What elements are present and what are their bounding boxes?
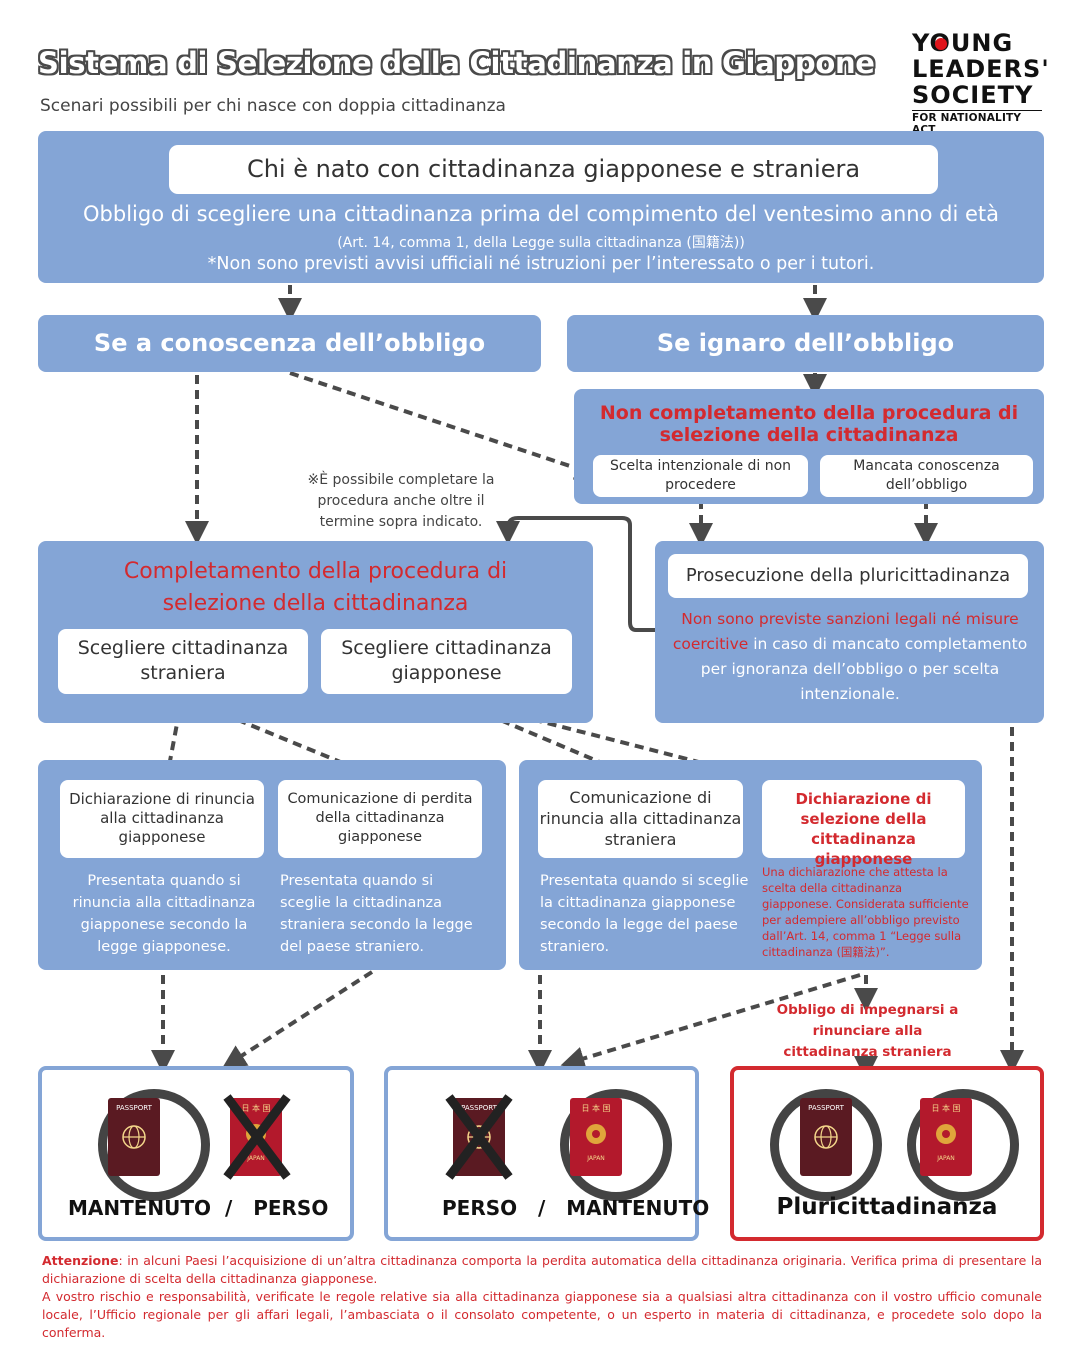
top-heading-text: Chi è nato con cittadinanza giapponese e… bbox=[246, 155, 861, 183]
completion-title: Completamento della procedura di selezio… bbox=[123, 559, 508, 616]
outcome-right-label: Pluricittadinanza bbox=[776, 1194, 998, 1220]
japanese-path-box: Comunicazione di rinuncia alla cittadina… bbox=[519, 760, 982, 970]
outcome-left-b: PERSO bbox=[253, 1196, 329, 1220]
choose-japanese-box: Scegliere cittadinanza giapponese bbox=[321, 629, 572, 694]
page-title: Sistema di Selezione della Cittadinanza … bbox=[38, 46, 875, 80]
loss-japanese-desc: Presentata quando si sceglie la cittadin… bbox=[280, 873, 473, 955]
option-unaware: Mancata conoscenza dell’obbligo bbox=[820, 455, 1033, 497]
renounce-foreign-box: Comunicazione di rinuncia alla cittadina… bbox=[538, 780, 743, 858]
loss-japanese-title: Comunicazione di perdita della cittadina… bbox=[287, 791, 473, 845]
outcome-left-a: MANTENUTO bbox=[68, 1196, 212, 1220]
logo-line-young: YOUNG bbox=[912, 29, 1014, 57]
continuation-text: Non sono previste sanzioni legali né mis… bbox=[665, 607, 1035, 707]
arrow-return-loop bbox=[496, 516, 655, 632]
article-reference: (Art. 14, comma 1, della Legge sulla cit… bbox=[337, 235, 745, 251]
continuation-box: Prosecuzione della pluricittadinanza Non… bbox=[655, 541, 1044, 723]
aware-box: Se a conoscenza dell’obbligo bbox=[38, 315, 541, 372]
chrysanthemum-icon bbox=[586, 1124, 606, 1144]
jp-passport-bottom: JAPAN bbox=[247, 1155, 265, 1162]
outcome-middle-box: PASSPORT 日 本 国 JAPAN PERSO / MANTENUTO bbox=[384, 1066, 709, 1241]
arrow-aware-to-noncompletion bbox=[289, 371, 600, 480]
option-intentional: Scelta intenzionale di non procedere bbox=[593, 455, 808, 497]
japan-passport-icon: 日 本 国 JAPAN bbox=[920, 1098, 972, 1176]
top-box: Chi è nato con cittadinanza giapponese e… bbox=[38, 131, 1044, 283]
obligation-text: Obbligo di scegliere una cittadinanza pr… bbox=[83, 202, 999, 226]
non-completion-box: Non completamento della procedura di sel… bbox=[574, 389, 1044, 504]
outcome-left-sep: / bbox=[224, 1196, 233, 1220]
keep-ring-icon bbox=[98, 1089, 210, 1201]
option-intentional-text: Scelta intenzionale di non procedere bbox=[609, 458, 792, 493]
keep-ring-icon bbox=[907, 1089, 1019, 1201]
option-unaware-text: Mancata conoscenza dell’obbligo bbox=[853, 458, 1000, 493]
renounce-foreign-title: Comunicazione di rinuncia alla cittadina… bbox=[539, 788, 742, 849]
continuation-rest-text: in caso di mancato completamento per ign… bbox=[700, 635, 1028, 703]
outcome-middle-b: MANTENUTO bbox=[566, 1196, 710, 1220]
choose-foreign-box: Scegliere cittadinanza straniera bbox=[58, 629, 308, 694]
outcome-middle-a: PERSO bbox=[442, 1196, 518, 1220]
jp-passport-bottom: JAPAN bbox=[587, 1155, 605, 1162]
outcome-middle-sep: / bbox=[538, 1196, 546, 1220]
globe-icon bbox=[122, 1125, 146, 1149]
keep-ring-icon bbox=[560, 1089, 672, 1201]
japan-passport-icon: 日 本 国 JAPAN bbox=[570, 1098, 622, 1176]
keep-ring-icon bbox=[770, 1089, 882, 1201]
choose-japanese-text: Scegliere cittadinanza giapponese bbox=[341, 637, 552, 684]
commitment-note: Obbligo di impegnarsi a rinunciare alla … bbox=[776, 1002, 959, 1060]
logo-line-leaders: LEADERS' bbox=[912, 55, 1050, 83]
jp-passport-top: 日 本 国 bbox=[931, 1104, 961, 1113]
responsibility-text: A vostro rischio e responsabilità, verif… bbox=[42, 1289, 1042, 1340]
arrow-loss-to-left-outcome bbox=[221, 970, 374, 1069]
loss-japanese-box: Comunicazione di perdita della cittadina… bbox=[278, 780, 482, 858]
yls-logo: YOUNG LEADERS' SOCIETY FOR NATIONALITY A… bbox=[912, 29, 1050, 136]
choose-foreign-text: Scegliere cittadinanza straniera bbox=[77, 637, 289, 684]
foreign-path-box: Dichiarazione di rinuncia alla cittadina… bbox=[38, 760, 506, 970]
lost-cross-icon bbox=[223, 1094, 291, 1180]
arrow-declaration-to-middle-outcome bbox=[560, 973, 861, 1071]
no-sanctions-text: Non sono previste sanzioni legali né mis… bbox=[672, 610, 1019, 653]
continuation-title-box: Prosecuzione della pluricittadinanza bbox=[668, 554, 1028, 598]
logo-line-society: SOCIETY bbox=[912, 81, 1034, 109]
jp-passport-top: 日 本 国 bbox=[581, 1104, 611, 1113]
passport-label: PASSPORT bbox=[461, 1104, 497, 1112]
unaware-label: Se ignaro dell’obbligo bbox=[656, 329, 955, 357]
continuation-title: Prosecuzione della pluricittadinanza bbox=[685, 565, 1011, 586]
renounce-foreign-desc: Presentata quando si sceglie la cittadin… bbox=[540, 873, 749, 955]
declaration-box: Dichiarazione di selezione della cittadi… bbox=[762, 780, 965, 868]
non-completion-title: Non completamento della procedura di sel… bbox=[599, 402, 1019, 446]
outcome-right-box: PASSPORT 日 本 国 JAPAN Pluricittadinanza bbox=[730, 1066, 1044, 1241]
jp-passport-top: 日 本 国 bbox=[241, 1104, 271, 1113]
attention-text: : in alcuni Paesi l’acquisizione di un’a… bbox=[42, 1253, 1042, 1286]
renounce-japanese-box: Dichiarazione di rinuncia alla cittadina… bbox=[60, 780, 264, 858]
no-notice-note: *Non sono previsti avvisi ufficiali né i… bbox=[207, 254, 875, 274]
logo-red-dot-icon bbox=[935, 38, 947, 50]
chrysanthemum-icon bbox=[936, 1124, 956, 1144]
jp-passport-bottom: JAPAN bbox=[937, 1155, 955, 1162]
passport-label: PASSPORT bbox=[116, 1104, 152, 1112]
renounce-japanese-title: Dichiarazione di rinuncia alla cittadina… bbox=[69, 790, 255, 846]
declaration-desc: Una dichiarazione che attesta la scelta … bbox=[762, 865, 969, 959]
foreign-passport-icon: PASSPORT bbox=[800, 1098, 852, 1176]
passport-label: PASSPORT bbox=[808, 1104, 844, 1112]
top-box-heading: Chi è nato con cittadinanza giapponese e… bbox=[169, 145, 938, 194]
outcome-middle-label: PERSO / MANTENUTO bbox=[442, 1196, 709, 1220]
completion-box: Completamento della procedura di selezio… bbox=[38, 541, 593, 723]
outcome-left-label: MANTENUTO / PERSO bbox=[68, 1196, 328, 1220]
foreign-passport-icon: PASSPORT bbox=[108, 1098, 160, 1176]
globe-icon bbox=[814, 1125, 838, 1149]
footer-warning: Attenzione: in alcuni Paesi l’acquisizio… bbox=[42, 1252, 1042, 1342]
renounce-japanese-desc: Presentata quando si rinuncia alla citta… bbox=[72, 873, 256, 955]
unaware-box: Se ignaro dell’obbligo bbox=[567, 315, 1044, 372]
outcome-left-box: PASSPORT 日 本 国 JAPAN MANTENUTO / PERSO bbox=[38, 1066, 354, 1241]
possible-completion-note: ※È possibile completare la procedura anc… bbox=[307, 472, 495, 530]
page-subtitle: Scenari possibili per chi nasce con dopp… bbox=[40, 96, 506, 116]
aware-label: Se a conoscenza dell’obbligo bbox=[93, 329, 486, 357]
attention-label: Attenzione bbox=[42, 1253, 119, 1268]
declaration-title: Dichiarazione di selezione della cittadi… bbox=[795, 790, 932, 868]
lost-cross-icon bbox=[445, 1094, 513, 1180]
